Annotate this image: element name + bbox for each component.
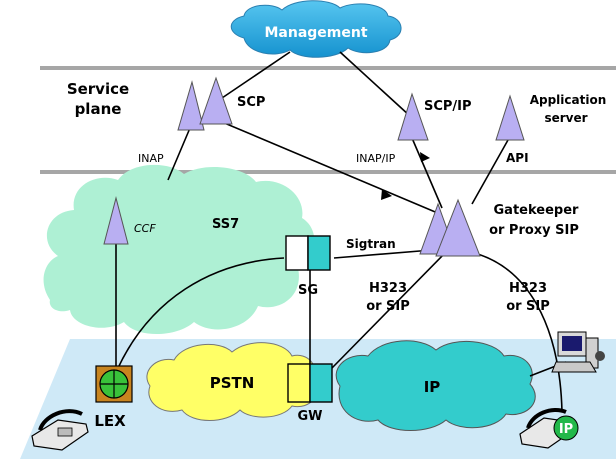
label-app-server-2: server — [544, 111, 587, 125]
ccf-node — [103, 196, 129, 245]
label-service-plane-1: Service — [67, 80, 129, 98]
link-sg-gatekeeper — [333, 249, 433, 259]
label-ss7: SS7 — [212, 217, 239, 232]
scpip-node — [397, 92, 429, 141]
label-app-server-1: Application — [530, 93, 607, 107]
link-management-scp — [221, 51, 291, 99]
label-scp-ip: SCP/IP — [424, 99, 472, 114]
label-scp: SCP — [237, 95, 265, 110]
label-gw: GW — [297, 409, 322, 424]
label-h323-right-1: H323 — [509, 281, 547, 296]
link-lex-sg-sigtran — [117, 257, 285, 369]
scp-node — [177, 76, 233, 131]
gw-node — [287, 363, 333, 403]
link-gatekeeper-gw — [331, 249, 449, 369]
label-sigtran: Sigtran — [346, 237, 396, 251]
label-inap: INAP — [138, 152, 164, 165]
label-gatekeeper-2: or Proxy SIP — [489, 223, 579, 238]
label-api: API — [506, 151, 529, 165]
sg-node — [285, 235, 331, 271]
label-ip: IP — [424, 378, 441, 396]
link-scp-gatekeeper — [221, 121, 441, 215]
link-management-scpip — [339, 51, 411, 117]
label-lex: LEX — [94, 412, 126, 430]
gatekeeper-node — [419, 198, 481, 257]
ip-cloud — [335, 340, 536, 431]
label-ccf: CCF — [134, 222, 156, 235]
label-h323-left-2: or SIP — [366, 299, 410, 314]
app-server-node — [495, 94, 525, 141]
label-pstn: PSTN — [210, 374, 255, 392]
link-scpip-gatekeeper — [411, 137, 443, 209]
label-h323-right-2: or SIP — [506, 299, 550, 314]
label-management: Management — [264, 25, 367, 41]
link-gatekeeper-ipphone — [459, 249, 563, 413]
label-inap-ip: INAP/IP — [356, 152, 396, 165]
phone-icon — [31, 409, 89, 451]
ip-phone-icon — [519, 408, 579, 449]
label-service-plane-2: plane — [75, 100, 122, 118]
computer-icon — [551, 331, 605, 373]
arrow-scp-link — [381, 189, 392, 200]
link-app-gatekeeper — [471, 139, 509, 205]
link-scp-ccf-inap — [167, 127, 191, 181]
label-sg: SG — [298, 283, 318, 298]
management-cloud — [230, 0, 402, 58]
lex-switch-icon — [95, 365, 133, 403]
ss7-cloud — [43, 164, 315, 334]
label-gatekeeper-1: Gatekeeper — [494, 203, 580, 218]
label-h323-left-1: H323 — [369, 281, 407, 296]
arrow-inap-ip — [420, 152, 430, 162]
label-ip-phone-badge: IP — [559, 422, 573, 437]
